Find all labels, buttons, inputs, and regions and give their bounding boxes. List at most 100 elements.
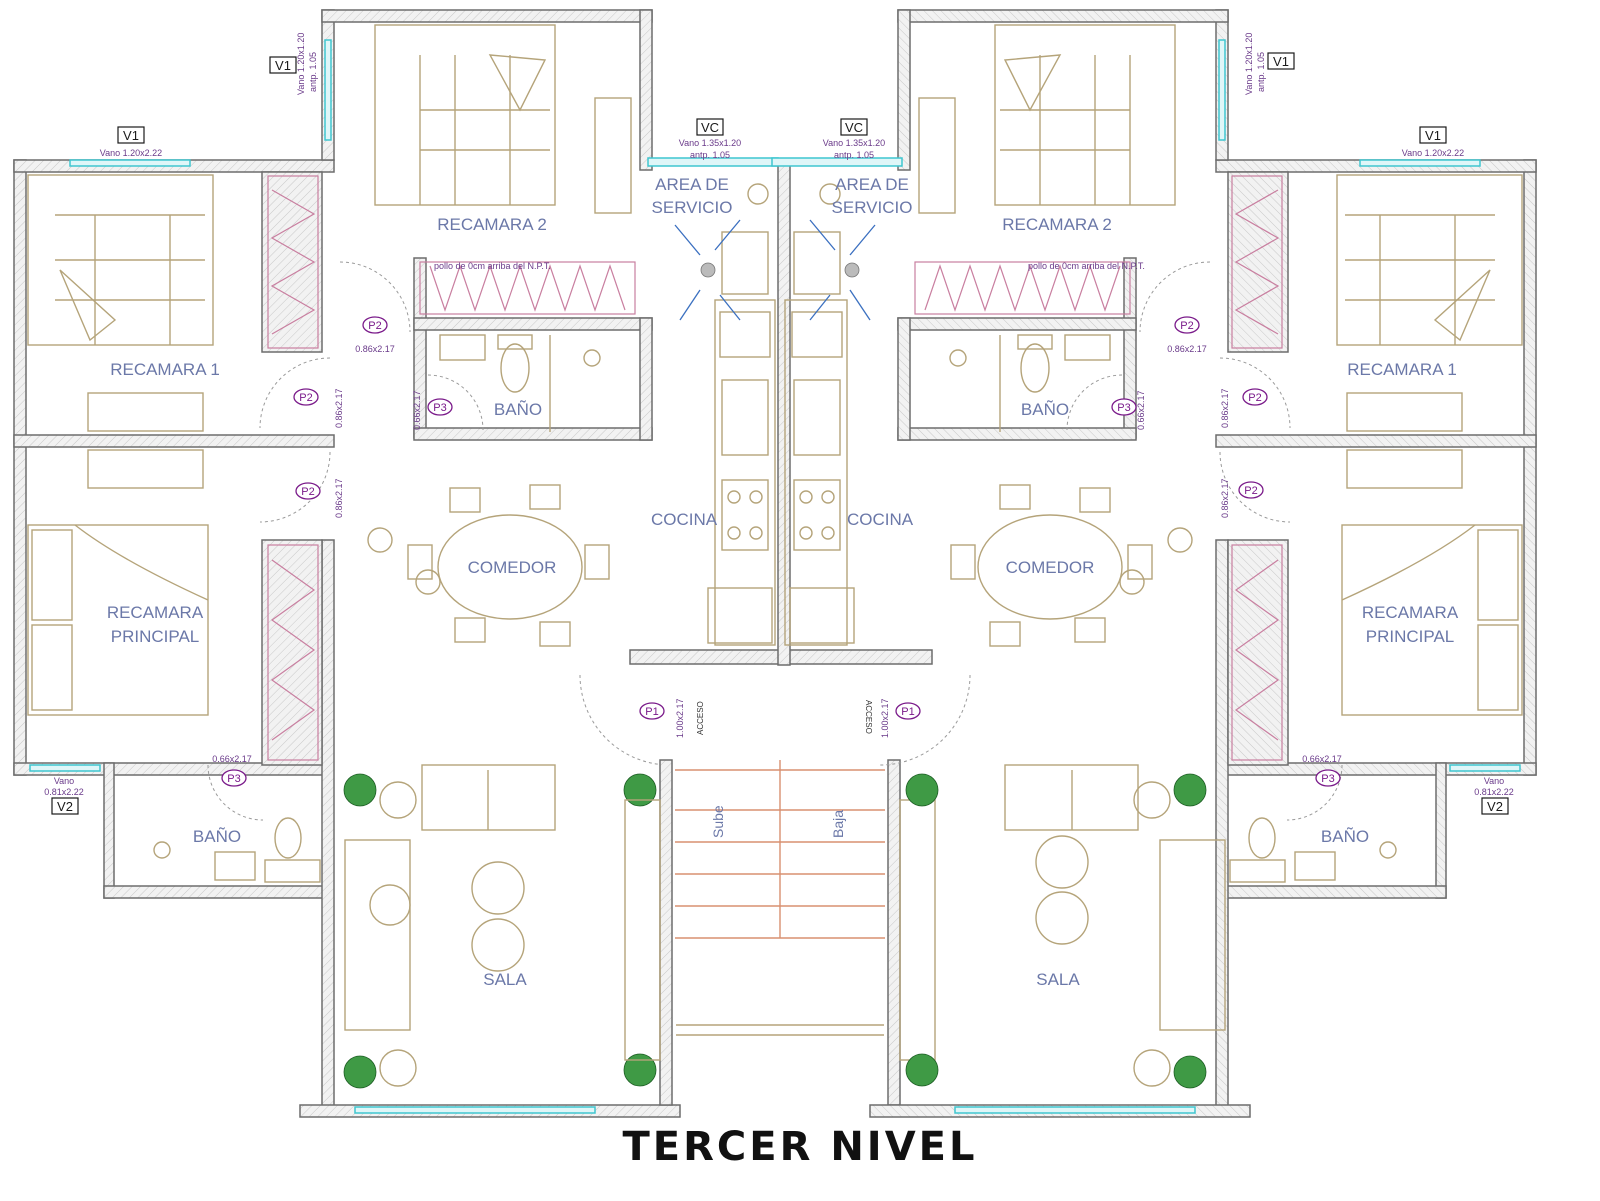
desk [594,97,632,214]
door-tag-p2: P2 0.86x2.17 [293,388,344,428]
svg-text:Vano 1.35x1.20: Vano 1.35x1.20 [823,138,885,148]
bed [374,24,556,206]
desk [87,449,204,489]
left-apartment [13,9,933,1118]
room-label-recamara1-left: RECAMARA 1 [110,360,220,379]
svg-text:0.66x2.17: 0.66x2.17 [1136,390,1146,430]
svg-text:Vano 1.20x1.20: Vano 1.20x1.20 [1244,33,1254,95]
window-tag-v2-right: Vano 0.81x2.22 V2 [1474,776,1514,815]
stair-label-up: Sube [710,805,726,838]
svg-text:0.86x2.17: 0.86x2.17 [1167,344,1207,354]
svg-text:0.66x2.17: 0.66x2.17 [212,754,252,764]
door-tag-p1: P1 1.00x2.17 [880,698,921,738]
svg-text:VC: VC [701,120,719,135]
room-label-principal-right-2: PRINCIPAL [1366,627,1455,646]
door-swing [339,261,411,333]
wall [639,317,653,441]
window-v1 [324,39,332,141]
closet-note: pollo de 0cm arriba del N.P.T. [1028,261,1145,271]
svg-text:0.66x2.17: 0.66x2.17 [412,390,422,430]
wall [13,159,27,776]
wall [103,762,115,899]
room-label-principal-left-2: PRINCIPAL [111,627,200,646]
svg-text:1.00x2.17: 1.00x2.17 [675,698,685,738]
access-label: ACCESO [696,701,705,735]
svg-text:P3: P3 [433,402,446,414]
svg-text:antp. 1.05: antp. 1.05 [308,52,318,92]
svg-text:P3: P3 [227,773,240,785]
svg-text:0.86x2.17: 0.86x2.17 [355,344,395,354]
door-tag-p1: P1 1.00x2.17 [639,698,685,738]
door-swing [207,764,264,821]
svg-text:P2: P2 [1180,320,1193,332]
svg-text:1.00x2.17: 1.00x2.17 [880,698,890,738]
right-apartment [771,9,1537,1118]
svg-text:Vano 1.20x2.22: Vano 1.20x2.22 [1402,148,1464,158]
room-label-cocina-left: COCINA [651,510,718,529]
svg-text:0.66x2.17: 0.66x2.17 [1302,754,1342,764]
window-tag-v2-left: Vano 0.81x2.22 V2 [44,776,84,815]
room-label-servicio-right: AREA DE [835,175,909,194]
closet [267,175,319,349]
room-label-recamara2-left: RECAMARA 2 [437,215,547,234]
stair-label-down: Baja [830,810,846,838]
svg-text:antp. 1.05: antp. 1.05 [1256,52,1266,92]
svg-text:P1: P1 [645,706,658,718]
living-furniture [344,764,556,1087]
wall [639,9,653,171]
svg-text:antp. 1.05: antp. 1.05 [834,150,874,160]
closet [267,544,319,761]
door-tag-p3: P3 0.66x2.17 [212,754,252,787]
door-tag-p3: P3 0.66x2.17 [412,390,453,430]
room-label-bano-upper-left: BAÑO [494,400,542,419]
wall [413,427,653,441]
svg-text:V2: V2 [1487,799,1503,814]
svg-text:P2: P2 [1244,485,1257,497]
svg-text:Vano 1.35x1.20: Vano 1.35x1.20 [679,138,741,148]
svg-text:Vano 1.20x1.20: Vano 1.20x1.20 [296,33,306,95]
door-tag-p2: P2 0.86x2.17 [1220,388,1268,428]
svg-text:0.86x2.17: 0.86x2.17 [1220,388,1230,428]
door-swing [259,357,331,429]
room-label-comedor-left: COMEDOR [468,558,557,577]
door-swing [427,374,484,431]
window-sala [354,1106,596,1114]
wall [261,539,323,766]
window-tag-vc-left: VC Vano 1.35x1.20 antp. 1.05 [679,118,741,160]
svg-text:0.86x2.17: 0.86x2.17 [334,478,344,518]
window-v2 [29,764,101,772]
level-title: TERCER NIVEL [622,1124,978,1170]
svg-text:antp. 1.05: antp. 1.05 [690,150,730,160]
svg-text:P3: P3 [1117,402,1130,414]
bed [27,174,214,346]
stair-core [624,159,936,1106]
svg-text:V1: V1 [1273,54,1289,69]
svg-text:V2: V2 [57,799,73,814]
door-swing [579,674,671,766]
door-tag-p2: P2 0.86x2.17 [1220,478,1264,518]
window-tag-vc-right: VC Vano 1.35x1.20 antp. 1.05 [823,118,885,160]
desk [87,392,204,432]
wall [13,434,335,448]
door-tag-p2: P2 0.86x2.17 [355,316,395,354]
closet [419,261,636,315]
room-label-bano-lower-right: BAÑO [1321,827,1369,846]
room-label-sala-left: SALA [483,970,527,989]
door-tag-p2: P2 0.86x2.17 [295,478,344,518]
svg-text:0.86x2.17: 0.86x2.17 [1220,478,1230,518]
svg-text:0.81x2.22: 0.81x2.22 [44,787,84,797]
window-tag-v1-right-side: V1 Vano 1.20x1.20 antp. 1.05 [1244,33,1295,95]
access-label: ACCESO [864,700,873,734]
room-label-servicio-left: AREA DE [655,175,729,194]
room-label-recamara2-right: RECAMARA 2 [1002,215,1112,234]
window-tag-v1-right-top: V1 Vano 1.20x2.22 [1402,126,1464,158]
svg-text:V1: V1 [275,58,291,73]
room-label-bano-lower-left: BAÑO [193,827,241,846]
svg-text:VC: VC [845,120,863,135]
room-label-recamara1-right: RECAMARA 1 [1347,360,1457,379]
drain-slope-arrows [674,219,876,321]
window-tag-v1-left-side: V1 Vano 1.20x1.20 antp. 1.05 [269,33,318,95]
bed [27,524,209,716]
svg-text:P2: P2 [299,392,312,404]
kitchen-counter [707,183,776,646]
